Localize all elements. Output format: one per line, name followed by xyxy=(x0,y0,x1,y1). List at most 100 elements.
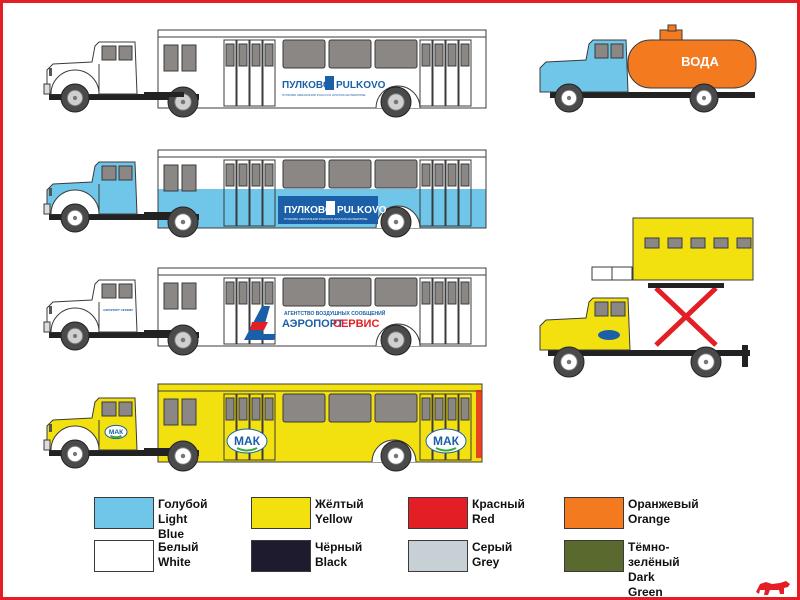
bus-window xyxy=(328,277,372,307)
lift-top xyxy=(648,283,724,288)
wheel-cap xyxy=(566,95,572,101)
cab-window xyxy=(118,401,133,417)
swatch-light-blue xyxy=(94,497,154,529)
wheel-cap xyxy=(180,99,186,105)
door-window xyxy=(251,281,261,305)
bus-window xyxy=(328,39,372,69)
fender xyxy=(50,307,100,333)
bus-door xyxy=(458,159,472,227)
door-window xyxy=(251,163,261,187)
legend-ru: Чёрный xyxy=(315,540,363,554)
wheel-cap xyxy=(393,99,399,105)
rear-marker xyxy=(476,390,482,458)
bumper xyxy=(43,439,51,451)
legend-ru: Тёмно-зелёный xyxy=(628,540,680,569)
door-window xyxy=(225,281,235,305)
bus-door xyxy=(458,393,472,461)
bus-window xyxy=(374,277,418,307)
tank-hatch-top xyxy=(667,24,677,32)
chassis-frame xyxy=(548,350,750,356)
tanker-label: ВОДА xyxy=(681,54,719,69)
door-window xyxy=(434,281,444,305)
logo-name-a: АЭРОПОРТ xyxy=(282,318,344,330)
door-window xyxy=(238,163,248,187)
bus-door xyxy=(419,393,433,461)
wheel-cap xyxy=(566,359,572,365)
mak-logo: МАК xyxy=(104,424,128,440)
bus-outline xyxy=(157,149,487,229)
door-window xyxy=(264,43,274,67)
swatch-black xyxy=(251,540,311,572)
logo-text-ru: ПУЛКОВО xyxy=(282,80,331,91)
headlight xyxy=(49,306,52,314)
door-window xyxy=(460,43,470,67)
wheel-cap xyxy=(72,333,78,339)
aeroport-logo: АГЕНТСТВО ВОЗДУШНЫХ СООБЩЕНИЙАЭРОПОРТСЕР… xyxy=(244,306,386,340)
bus-door xyxy=(419,159,433,227)
legend-ru: Красный xyxy=(472,497,525,511)
scissor-arm xyxy=(654,286,718,347)
legend-en: White xyxy=(158,555,191,569)
chassis-frame xyxy=(49,214,199,220)
wheel-cap xyxy=(180,337,186,343)
door-window xyxy=(421,163,431,187)
bumper xyxy=(43,203,51,215)
bus-door xyxy=(236,39,250,107)
door-window xyxy=(460,397,470,421)
door-window xyxy=(251,397,261,421)
swatch-dark-green xyxy=(564,540,624,572)
fender xyxy=(50,189,100,215)
bus-window xyxy=(282,159,326,189)
bus-door xyxy=(458,277,472,345)
logo-subtext: ПУЛКОВО АВИАЛИНИИ PULKOVO AVIATION ENTER… xyxy=(282,93,365,97)
cab-window xyxy=(610,301,626,317)
chassis-frame xyxy=(49,332,199,338)
legend-en: Black xyxy=(315,555,348,569)
hitch xyxy=(144,92,184,97)
door-window xyxy=(238,43,248,67)
legend-ru: Белый xyxy=(158,540,199,554)
cab-window xyxy=(118,165,133,181)
bus-window xyxy=(282,393,326,423)
door-window xyxy=(434,163,444,187)
bus-door xyxy=(223,39,237,107)
bus-door xyxy=(432,159,446,227)
legend-en: Grey xyxy=(472,555,500,569)
door-window xyxy=(460,281,470,305)
bumper xyxy=(43,321,51,333)
bus-door xyxy=(262,159,276,227)
bus-door xyxy=(445,159,459,227)
hitch xyxy=(144,212,184,217)
bus-door xyxy=(432,393,446,461)
logo-mark xyxy=(325,76,334,90)
bus-door xyxy=(445,277,459,345)
logo-text: МАК xyxy=(109,429,124,436)
legend-en: Orange xyxy=(628,512,671,526)
bus-door xyxy=(236,159,250,227)
bus-door xyxy=(223,393,237,461)
logo-text: МАК xyxy=(234,434,261,448)
door-window xyxy=(434,43,444,67)
bus-door xyxy=(262,393,276,461)
wheel-cap xyxy=(180,219,186,225)
legend-en: Light Blue xyxy=(158,512,188,541)
fender xyxy=(50,69,100,95)
bus-door xyxy=(236,393,250,461)
logo-mark xyxy=(326,201,335,215)
truck-cab xyxy=(43,161,199,233)
mak-logo: МАК xyxy=(425,428,467,454)
door-window xyxy=(264,281,274,305)
bus-window xyxy=(328,393,372,423)
bus-window xyxy=(163,398,179,426)
wheel-cap xyxy=(393,337,399,343)
legend-ru: Оранжевый xyxy=(628,497,699,511)
bus-door xyxy=(249,159,263,227)
swatch-white xyxy=(94,540,154,572)
bus-door xyxy=(249,39,263,107)
truck-cab xyxy=(43,279,199,351)
wheel-cap xyxy=(72,451,78,457)
bumper xyxy=(43,83,51,95)
